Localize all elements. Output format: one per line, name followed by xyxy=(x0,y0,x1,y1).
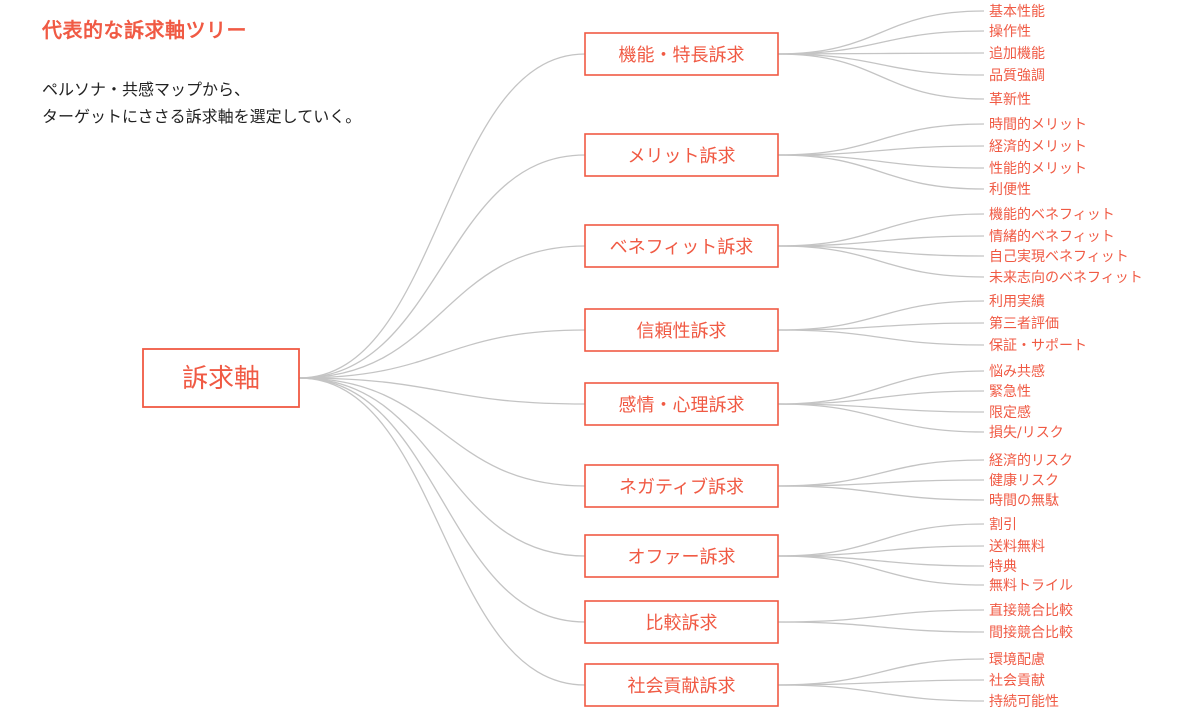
branch-leaf-connector xyxy=(777,10,985,55)
branch-leaf-connector xyxy=(777,322,985,331)
branch-node-box xyxy=(584,133,779,177)
leaf-label: 情緒的ベネフィット xyxy=(989,229,1115,245)
leaf-label: 時間的メリット xyxy=(989,117,1087,133)
branch-leaf-connector xyxy=(777,523,985,557)
leaf-label: 品質強調 xyxy=(989,68,1045,84)
root-branch-connector xyxy=(298,377,586,623)
leaf-label: 革新性 xyxy=(989,92,1031,108)
leaf-label: 緊急性 xyxy=(989,384,1031,400)
branch-leaf-connector xyxy=(777,30,985,55)
leaf-label: 環境配慮 xyxy=(989,652,1045,668)
branch-leaf-connector xyxy=(777,235,985,247)
leaf-label: 直接競合比較 xyxy=(989,602,1073,619)
branch-leaf-connector xyxy=(777,390,985,405)
leaf-label: 悩み共感 xyxy=(989,363,1045,380)
page-title: 代表的な訴求軸ツリー xyxy=(42,18,247,42)
branch-leaf-connector xyxy=(777,658,985,686)
leaf-label: 追加機能 xyxy=(989,46,1045,62)
branch-leaf-connector xyxy=(777,479,985,487)
root-branch-connector xyxy=(298,329,586,379)
root-branch-connector xyxy=(298,245,586,379)
leaf-label: 持続可能性 xyxy=(989,693,1059,710)
branch-node-label: 機能・特長訴求 xyxy=(619,45,745,66)
leaf-label: 社会貢献 xyxy=(989,673,1045,689)
root-branch-connector xyxy=(298,377,586,405)
leaf-label: 自己実現ベネフィット xyxy=(989,249,1129,265)
branch-leaf-connector xyxy=(777,684,985,702)
leaf-label: 利用実績 xyxy=(989,294,1045,310)
leaf-label: 保証・サポート xyxy=(989,338,1087,354)
branch-leaf-connector xyxy=(777,145,985,156)
leaf-label: 経済的メリット xyxy=(989,139,1087,155)
root-node-box xyxy=(142,348,300,408)
branch-leaf-connector xyxy=(777,53,985,100)
branch-node-box xyxy=(584,382,779,426)
leaf-label: 特典 xyxy=(989,559,1017,575)
root-branch-connector xyxy=(298,154,586,379)
branch-leaf-connector xyxy=(777,609,985,623)
root-branch-connector xyxy=(298,377,586,557)
branch-node-box xyxy=(584,534,779,578)
branch-leaf-connector xyxy=(777,53,985,76)
leaf-label: 損失/リスク xyxy=(989,425,1064,441)
branch-node-label: メリット訴求 xyxy=(628,146,736,167)
leaf-label: 性能的メリット xyxy=(989,161,1087,177)
root-node-label: 訴求軸 xyxy=(182,364,260,394)
branch-leaf-connector xyxy=(777,154,985,190)
branch-node-box xyxy=(584,663,779,707)
leaf-label: 無料トライル xyxy=(989,578,1073,594)
leaf-label: 機能的ベネフィット xyxy=(989,207,1115,223)
leaf-label: 基本性能 xyxy=(989,3,1045,20)
branch-leaf-connector xyxy=(777,123,985,156)
branch-leaf-connector xyxy=(777,555,985,567)
branch-leaf-connector xyxy=(777,329,985,346)
leaf-label: 間接競合比較 xyxy=(989,624,1073,641)
branch-node-label: オファー訴求 xyxy=(628,547,736,568)
leaf-label: 利便性 xyxy=(989,182,1031,198)
branch-leaf-connector xyxy=(777,545,985,557)
branch-node-box xyxy=(584,464,779,508)
root-branch-connector xyxy=(298,53,586,379)
branch-leaf-connector xyxy=(777,403,985,433)
page-description: ペルソナ・共感マップから、 ターゲットにささる訴求軸を選定していく。 xyxy=(42,76,361,130)
root-branch-connector xyxy=(298,377,586,487)
branch-node-box xyxy=(584,224,779,268)
leaf-label: 時間の無駄 xyxy=(989,493,1059,509)
leaf-label: 未来志向のベネフィット xyxy=(989,270,1143,286)
branch-node-box xyxy=(584,600,779,644)
root-branch-connector xyxy=(298,377,586,686)
leaf-label: 経済的リスク xyxy=(989,453,1073,469)
branch-node-label: 信頼性訴求 xyxy=(637,321,727,342)
branch-leaf-connector xyxy=(777,621,985,633)
branch-leaf-connector xyxy=(777,459,985,487)
leaf-label: 割引 xyxy=(989,516,1017,533)
branch-node-box xyxy=(584,308,779,352)
branch-leaf-connector xyxy=(777,370,985,405)
branch-node-label: ベネフィット訴求 xyxy=(610,237,754,258)
branch-node-label: 感情・心理訴求 xyxy=(619,395,745,416)
branch-leaf-connector xyxy=(777,213,985,247)
description-line-1: ペルソナ・共感マップから、 xyxy=(42,80,251,99)
branch-leaf-connector xyxy=(777,679,985,686)
branch-leaf-connector xyxy=(777,52,985,55)
branch-leaf-connector xyxy=(777,300,985,331)
branch-node-box xyxy=(584,32,779,76)
branch-leaf-connector xyxy=(777,245,985,278)
branch-leaf-connector xyxy=(777,154,985,169)
leaf-label: 操作性 xyxy=(989,24,1031,40)
leaf-label: 送料無料 xyxy=(989,539,1045,555)
branch-leaf-connector xyxy=(777,485,985,501)
branch-leaf-connector xyxy=(777,245,985,257)
branch-node-label: 比較訴求 xyxy=(646,613,718,634)
branch-leaf-connector xyxy=(777,555,985,586)
branch-node-label: 社会貢献訴求 xyxy=(628,676,736,697)
leaf-label: 限定感 xyxy=(989,404,1031,421)
branch-leaf-connector xyxy=(777,403,985,413)
leaf-label: 第三者評価 xyxy=(989,315,1059,332)
branch-node-label: ネガティブ訴求 xyxy=(619,476,744,498)
leaf-label: 健康リスク xyxy=(989,472,1059,489)
description-line-2: ターゲットにささる訴求軸を選定していく。 xyxy=(42,107,362,126)
